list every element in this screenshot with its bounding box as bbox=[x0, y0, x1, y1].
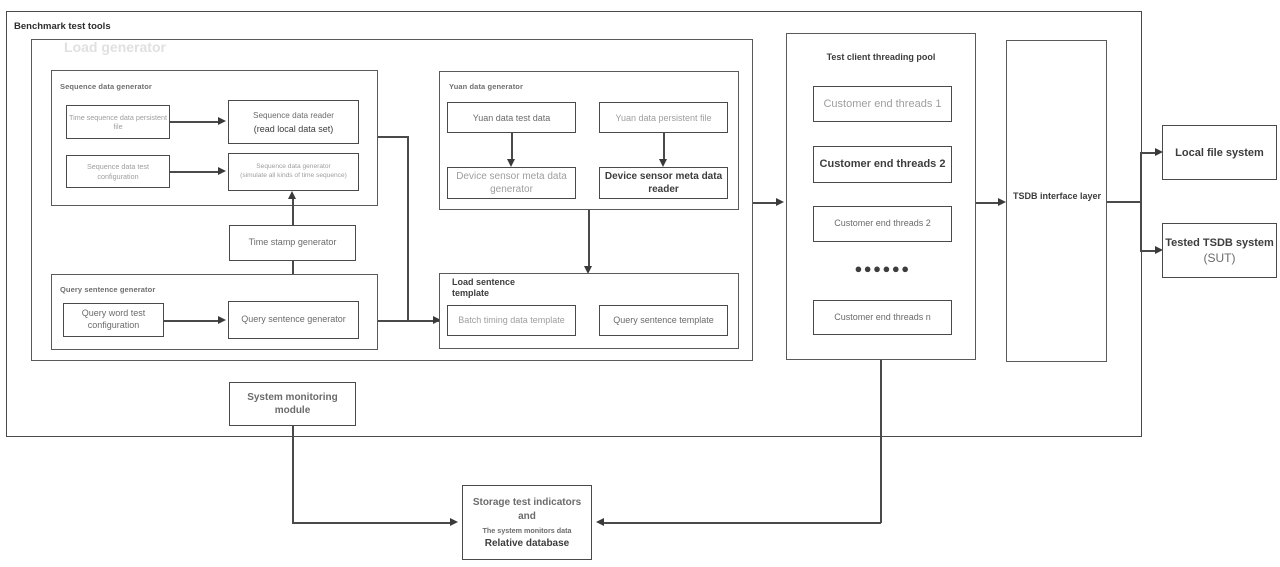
time-sequence-data-persistent-file-label: Time sequence data persistent file bbox=[68, 112, 168, 132]
arrow-line-queryconfig-to-querygen bbox=[164, 320, 218, 322]
splitter-branch-to-tested-tsdb bbox=[1140, 250, 1158, 252]
device-sensor-meta-data-reader-label: Device sensor meta data reader bbox=[604, 170, 723, 195]
sequence-data-test-configuration-label: Sequence data test configuration bbox=[87, 162, 149, 181]
sequence-data-reader-label-line1: Sequence data reader bbox=[252, 110, 335, 120]
system-monitoring-module-box[interactable]: System monitoring module bbox=[229, 382, 356, 426]
storage-test-indicators-label-line1: Storage test indicators and bbox=[472, 497, 582, 522]
arrow-line-threadpool-to-tsdb bbox=[976, 202, 1000, 204]
customer-end-threads-1-label: Customer end threads 1 bbox=[823, 97, 942, 110]
yuan-data-persistent-file-label: Yuan data persistent file bbox=[615, 112, 712, 123]
query-sentence-template-box[interactable]: Query sentence template bbox=[599, 305, 728, 336]
local-file-system-label: Local file system bbox=[1175, 146, 1264, 159]
load-sentence-template-title: Load sentence template bbox=[452, 277, 516, 299]
arrow-head-persistent-to-reader bbox=[218, 117, 226, 125]
query-word-test-configuration-label: Query word test configuration bbox=[81, 308, 146, 330]
feed-line-seqgroup-down bbox=[407, 136, 409, 321]
arrow-head-to-tested-tsdb bbox=[1155, 246, 1163, 254]
storage-test-indicators-box[interactable]: Storage test indicators and The system m… bbox=[462, 485, 592, 560]
device-sensor-meta-data-reader-box[interactable]: Device sensor meta data reader bbox=[599, 167, 728, 199]
customer-end-threads-3-box[interactable]: Customer end threads 2 bbox=[813, 206, 952, 242]
arrow-head-into-load-sentence-template bbox=[433, 316, 441, 324]
arrow-line-config-to-generator bbox=[170, 171, 218, 173]
customer-end-threads-2-label: Customer end threads 2 bbox=[819, 158, 946, 171]
time-stamp-generator-label: Time stamp generator bbox=[248, 237, 337, 248]
sequence-data-test-configuration-box[interactable]: Sequence data test configuration bbox=[66, 155, 170, 188]
arrow-head-threadpool-to-storage bbox=[596, 518, 604, 526]
arrow-head-to-local-file-system bbox=[1155, 148, 1163, 156]
route-line-monitoring-right bbox=[292, 522, 452, 524]
arrow-head-config-to-generator bbox=[218, 167, 226, 175]
sequence-data-generator-label-line2: (simulate all kinds of time sequence) bbox=[240, 172, 347, 179]
tsdb-interface-layer-label: TSDB interface layer bbox=[1012, 191, 1102, 201]
thread-pool-ellipsis: ●●●●●● bbox=[854, 261, 911, 276]
tested-tsdb-system-label-line2: (SUT) bbox=[1203, 250, 1236, 265]
arrow-line-timestamp-to-seqgen bbox=[292, 199, 294, 225]
customer-end-threads-n-label: Customer end threads n bbox=[834, 311, 931, 322]
query-sentence-generator-box[interactable]: Query sentence generator bbox=[228, 301, 359, 339]
arrow-head-timestamp-to-seqgen bbox=[288, 191, 296, 199]
query-word-test-configuration-box[interactable]: Query word test configuration bbox=[63, 303, 164, 337]
splitter-branch-to-local-file bbox=[1140, 152, 1158, 154]
arrow-head-testdata-to-metagen bbox=[507, 159, 515, 167]
system-monitoring-module-label: System monitoring module bbox=[247, 391, 338, 416]
customer-end-threads-3-label: Customer end threads 2 bbox=[834, 218, 931, 229]
sequence-data-generator-label-line1: Sequence data generator bbox=[256, 163, 331, 171]
route-line-threadpool-left bbox=[604, 522, 881, 524]
query-sentence-generator-title: Query sentence generator bbox=[60, 285, 156, 294]
arrow-head-persistentfile-to-metareader bbox=[659, 159, 667, 167]
arrow-line-testdata-to-metagen bbox=[511, 133, 513, 159]
arrow-line-persistent-to-reader bbox=[170, 121, 218, 123]
yuan-data-generator-title: Yuan data generator bbox=[449, 82, 524, 91]
route-line-monitoring-down bbox=[292, 426, 294, 523]
sequence-data-generator-title: Sequence data generator bbox=[60, 82, 152, 91]
local-file-system-box[interactable]: Local file system bbox=[1162, 125, 1277, 180]
feed-line-into-template bbox=[407, 320, 439, 322]
storage-test-indicators-label-line3: Relative database bbox=[484, 537, 570, 549]
customer-end-threads-1-box[interactable]: Customer end threads 1 bbox=[813, 86, 952, 122]
arrow-head-yuangroup-to-template bbox=[584, 266, 592, 274]
customer-end-threads-2-box[interactable]: Customer end threads 2 bbox=[813, 146, 952, 183]
storage-test-indicators-label-line2: The system monitors data bbox=[482, 525, 572, 535]
query-sentence-generator-label: Query sentence generator bbox=[241, 314, 346, 325]
time-stamp-generator-box[interactable]: Time stamp generator bbox=[229, 225, 356, 261]
tsdb-interface-layer-box[interactable] bbox=[1006, 40, 1107, 362]
sequence-data-reader-box[interactable]: Sequence data reader (read local data se… bbox=[228, 100, 359, 144]
tested-tsdb-system-box[interactable]: Tested TSDB system (SUT) bbox=[1162, 223, 1277, 278]
device-sensor-meta-data-generator-label: Device sensor meta data generator bbox=[456, 170, 567, 195]
arrow-line-yuangroup-to-template bbox=[588, 210, 590, 266]
load-generator-title: Load generator bbox=[64, 39, 166, 55]
time-sequence-data-persistent-file-box[interactable]: Time sequence data persistent file bbox=[66, 105, 170, 139]
yuan-data-test-data-label: Yuan data test data bbox=[472, 112, 551, 123]
feed-line-seqgroup-right bbox=[378, 136, 409, 138]
splitter-line-tsdb-out bbox=[1107, 201, 1141, 203]
arrow-head-loadgen-to-threadpool bbox=[776, 198, 784, 206]
device-sensor-meta-data-generator-box[interactable]: Device sensor meta data generator bbox=[447, 167, 576, 199]
arrow-head-queryconfig-to-querygen bbox=[218, 316, 226, 324]
arrow-head-threadpool-to-tsdb bbox=[998, 198, 1006, 206]
benchmark-test-tools-boundary bbox=[6, 11, 1142, 437]
arrow-line-loadgen-to-threadpool bbox=[753, 202, 778, 204]
query-sentence-template-label: Query sentence template bbox=[613, 314, 714, 325]
feed-line-querygroup-right bbox=[378, 320, 409, 322]
test-client-threading-pool-title: Test client threading pool bbox=[826, 52, 936, 62]
batch-timing-data-template-box[interactable]: Batch timing data template bbox=[447, 305, 576, 336]
benchmark-test-tools-label: Benchmark test tools bbox=[14, 21, 111, 32]
sequence-data-generator-box[interactable]: Sequence data generator (simulate all ki… bbox=[228, 153, 359, 191]
arrow-head-monitoring-to-storage bbox=[450, 518, 458, 526]
tested-tsdb-system-label-line1: Tested TSDB system bbox=[1165, 236, 1274, 249]
splitter-line-vertical bbox=[1140, 152, 1142, 251]
arrow-line-persistentfile-to-metareader bbox=[663, 133, 665, 159]
sequence-data-reader-label-line2: (read local data set) bbox=[253, 123, 334, 134]
route-line-threadpool-down bbox=[880, 360, 882, 523]
customer-end-threads-n-box[interactable]: Customer end threads n bbox=[813, 300, 952, 335]
yuan-data-test-data-box[interactable]: Yuan data test data bbox=[447, 102, 576, 133]
batch-timing-data-template-label: Batch timing data template bbox=[458, 314, 565, 325]
yuan-data-persistent-file-box[interactable]: Yuan data persistent file bbox=[599, 102, 728, 133]
